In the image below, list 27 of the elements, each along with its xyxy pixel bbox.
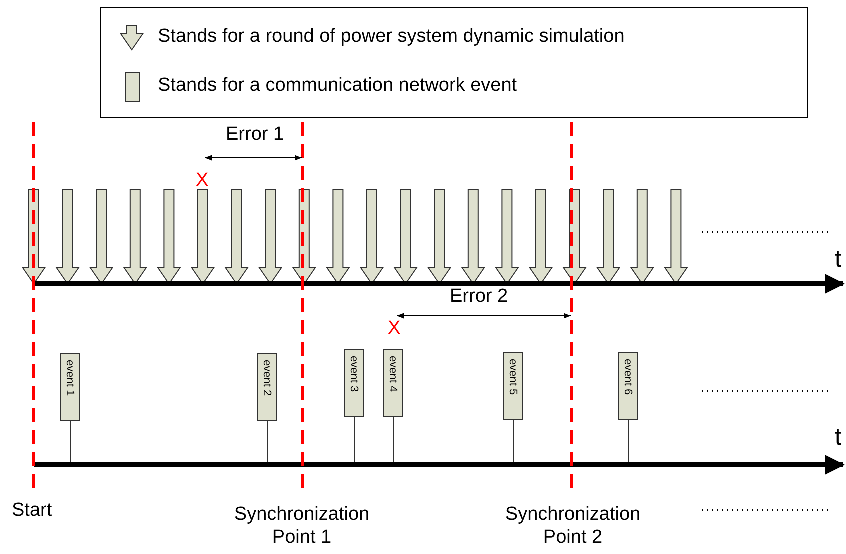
event-stem	[70, 420, 72, 463]
time-axis	[34, 455, 845, 475]
event-stem	[354, 416, 356, 463]
event-box	[383, 349, 403, 417]
sync-point-label: Synchronization Point 1	[233, 504, 371, 550]
start-label: Start	[12, 500, 52, 523]
event-label: event 1	[64, 360, 76, 396]
legend-text: Stands for a communication network event	[158, 75, 518, 98]
axis-label: t	[835, 424, 842, 453]
error-label: Error 1	[226, 124, 284, 147]
event-label: event 3	[348, 356, 360, 392]
error-mark: X	[388, 318, 401, 341]
event-label: event 2	[261, 360, 273, 396]
event-box	[257, 353, 277, 421]
axis-label: t	[835, 246, 842, 275]
event-label: event 6	[622, 359, 634, 396]
error-mark: X	[196, 170, 209, 193]
event-label: event 5	[507, 359, 519, 396]
event-box	[344, 349, 364, 417]
event-box	[60, 353, 80, 421]
legend-text: Stands for a round of power system dynamic simulation	[158, 26, 625, 49]
event-box	[618, 352, 638, 420]
error-label: Error 2	[450, 286, 508, 309]
event-label: event 4	[387, 356, 399, 392]
event-stem	[628, 420, 630, 463]
sync-point-label: Synchronization Point 2	[504, 504, 642, 550]
event-box	[503, 352, 523, 420]
